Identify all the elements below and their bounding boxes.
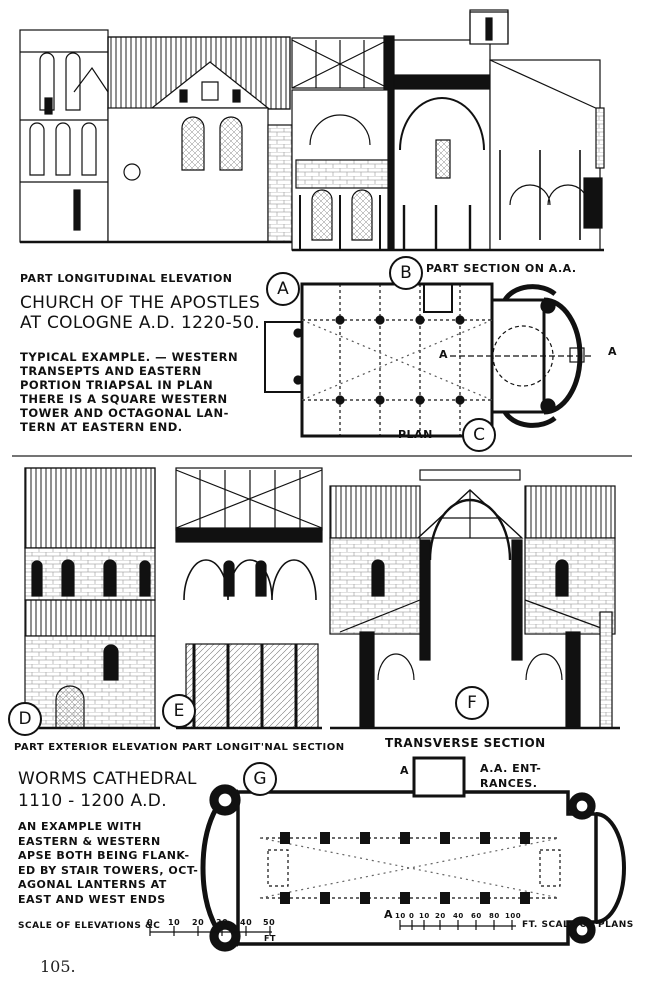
title-worms-cathedral: WORMS CATHEDRAL xyxy=(18,769,197,789)
circle-marker-b: B xyxy=(389,256,423,290)
label-plan: PLAN xyxy=(398,428,433,441)
label-transverse-section: TRANSVERSE SECTION xyxy=(385,736,546,750)
plan-scale-bar xyxy=(399,920,516,930)
circle-marker-f: F xyxy=(455,686,489,720)
description-apostles: TYPICAL EXAMPLE. — WESTERN TRANSEPTS AND… xyxy=(20,350,239,434)
scale-plan-tick-40: 40 xyxy=(453,912,464,920)
entrance-letter-north: A xyxy=(400,764,410,777)
circle-marker-a: A xyxy=(266,272,300,306)
title-worms-date: 1110 - 1200 A.D. xyxy=(18,791,167,811)
scale-elev-tick-40: 40 xyxy=(240,918,253,927)
label-entrances-line1: A.A. ENT- xyxy=(480,762,542,775)
scale-plan-tick-0: 0 xyxy=(409,912,415,920)
circle-marker-c: C xyxy=(462,418,496,452)
description-worms: AN EXAMPLE WITH EASTERN & WESTERN APSE B… xyxy=(18,820,199,906)
scale-plans-label: FT. SCALE OF PLANS xyxy=(522,920,634,930)
label-entrances-line2: RANCES. xyxy=(480,777,538,790)
title-cologne-date: AT COLOGNE A.D. 1220-50. xyxy=(20,313,260,333)
scale-plan-tick-10: 10 xyxy=(419,912,430,920)
plan-axis-letter-west: A xyxy=(437,348,451,361)
label-part-exterior-elevation: PART EXTERIOR ELEVATION xyxy=(14,742,178,753)
plan-axis-letter-east: A xyxy=(608,345,618,358)
label-part-longitudinal-section: PART LONGIT'NAL SECTION xyxy=(182,742,345,753)
drawing-e-longitudinal-section xyxy=(175,467,323,730)
label-part-section-aa: PART SECTION ON A.A. xyxy=(426,262,577,275)
scale-plan-tick-80: 80 xyxy=(489,912,500,920)
scale-plan-tick-10a: 10 xyxy=(395,912,406,920)
drawing-c-plan xyxy=(264,282,594,438)
scale-plan-tick-60: 60 xyxy=(471,912,482,920)
scale-plan-tick-20: 20 xyxy=(435,912,446,920)
circle-marker-d: D xyxy=(8,702,42,736)
scale-elev-unit: FT xyxy=(264,934,276,943)
drawing-g-plan xyxy=(200,756,626,952)
entrance-letter-south: A xyxy=(384,908,394,921)
page-number: 105. xyxy=(40,957,76,976)
scale-elev-tick-30: 30 xyxy=(216,918,229,927)
scale-elev-tick-10: 10 xyxy=(168,918,181,927)
circle-marker-e: E xyxy=(162,694,196,728)
title-church-apostles: CHURCH OF THE APOSTLES xyxy=(20,293,261,313)
elevation-scale-bar xyxy=(149,926,272,936)
scale-elev-tick-20: 20 xyxy=(192,918,205,927)
scale-plan-tick-100: 100 xyxy=(505,912,522,920)
drawing-b-section xyxy=(291,9,605,252)
circle-marker-g: G xyxy=(243,762,277,796)
drawing-a-elevation xyxy=(19,29,293,244)
label-part-longitudinal-elevation: PART LONGITUDINAL ELEVATION xyxy=(20,272,233,285)
scale-elevations-label: SCALE OF ELEVATIONS &c xyxy=(18,921,161,931)
drawing-f-transverse-section xyxy=(329,469,620,730)
drawing-d-exterior-elevation xyxy=(24,467,160,730)
scale-elev-tick-0: 0 xyxy=(147,918,154,927)
scale-elev-tick-50: 50 xyxy=(263,918,276,927)
